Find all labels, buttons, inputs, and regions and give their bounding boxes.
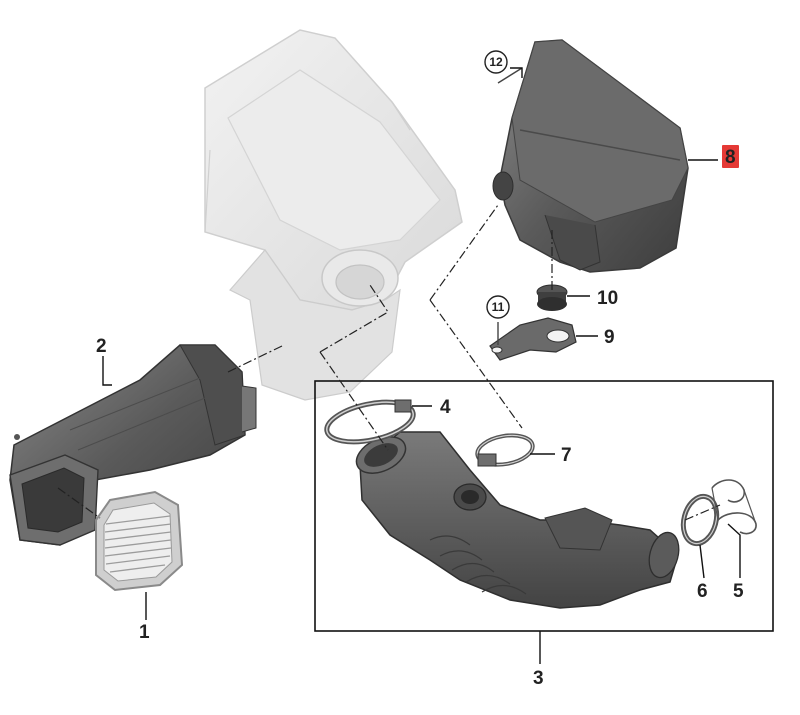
callout-3: 3 — [533, 668, 544, 689]
part-12-screw — [497, 67, 523, 84]
callout-1: 1 — [139, 622, 150, 643]
callout-9: 9 — [604, 327, 615, 348]
callout-2: 2 — [96, 336, 107, 357]
part-4-hose-clamp — [324, 399, 416, 445]
callout-7: 7 — [561, 445, 572, 466]
part-1-grille — [95, 490, 184, 592]
callout-10: 10 — [597, 288, 618, 309]
callout-5: 5 — [733, 581, 744, 602]
assembly-lines — [57, 204, 721, 521]
part-8-intake-silencer — [492, 39, 689, 273]
callout-8: 8 — [725, 147, 736, 168]
part-7-hose-clamp — [475, 433, 535, 467]
part-5-spring-clip — [711, 479, 757, 535]
part-9-bracket — [489, 317, 577, 361]
part-3-intake-hose — [355, 431, 680, 609]
callout-8-highlight — [722, 145, 739, 168]
part-10-grommet — [536, 284, 568, 311]
callout-4: 4 — [440, 397, 451, 418]
part-6-seal-ring — [680, 493, 720, 547]
leader-lines — [102, 67, 741, 664]
air-filter-housing-ghost — [204, 29, 463, 401]
svg-text:11: 11 — [492, 300, 505, 314]
part-3-group-frame — [314, 380, 774, 632]
callout-12: 12 — [484, 50, 508, 74]
callout-11: 11 — [486, 295, 510, 319]
svg-text:12: 12 — [489, 55, 503, 69]
callout-6: 6 — [697, 581, 708, 602]
